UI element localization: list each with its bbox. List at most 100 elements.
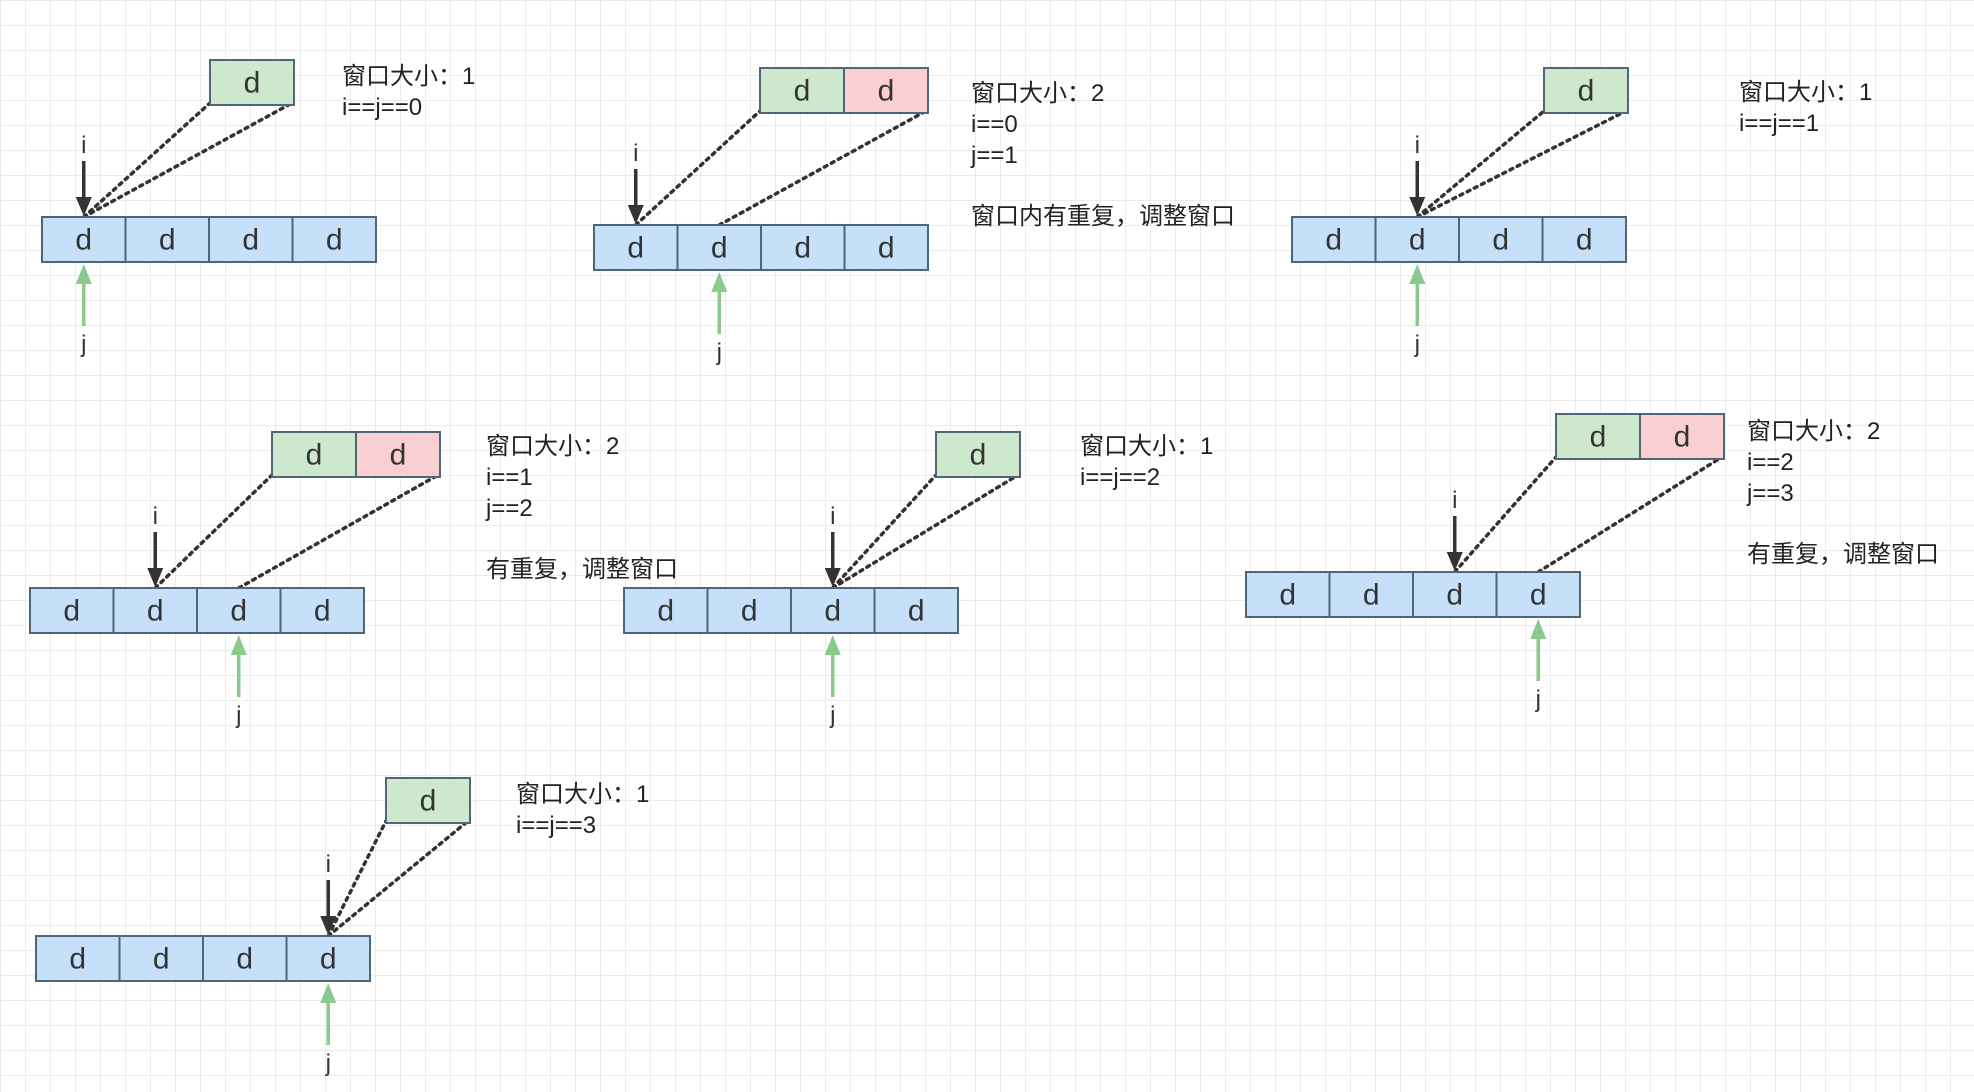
array-cell-label: d bbox=[153, 943, 170, 976]
step-note-line: i==1 bbox=[486, 464, 533, 491]
pointer-i-arrowhead bbox=[147, 568, 164, 587]
step-note-line: i==j==0 bbox=[342, 94, 422, 121]
array-cell bbox=[291, 216, 377, 263]
pointer-j-arrowhead bbox=[1530, 619, 1547, 639]
array-cell bbox=[285, 935, 371, 982]
pointer-i-label: i bbox=[1415, 132, 1420, 159]
array-cell-label: d bbox=[314, 595, 331, 628]
pointer-j-arrowhead bbox=[75, 264, 92, 284]
window-link-right bbox=[326, 819, 470, 938]
pointer-i-label: i bbox=[153, 503, 158, 530]
array-cell bbox=[790, 587, 876, 634]
window-cell bbox=[1543, 67, 1629, 114]
step-note-line: 窗口大小：2 bbox=[1747, 418, 1880, 445]
array-cell-label: d bbox=[741, 595, 758, 628]
pointer-i-arrowhead bbox=[75, 197, 92, 216]
array-cell-label: d bbox=[326, 224, 343, 257]
array-cell-label: d bbox=[711, 232, 728, 265]
step-note-line: 窗口大小：1 bbox=[516, 781, 649, 808]
array-cell-label: d bbox=[794, 232, 811, 265]
array-cell bbox=[279, 587, 365, 634]
window-link-left bbox=[1453, 455, 1558, 574]
step-note-line: 窗口大小：1 bbox=[1739, 79, 1872, 106]
step-note-line: i==0 bbox=[971, 111, 1018, 138]
array-cell-label: d bbox=[1576, 224, 1593, 257]
array-cell bbox=[41, 216, 127, 263]
array-cell-label: d bbox=[236, 943, 253, 976]
pointer-j-label: j bbox=[829, 702, 835, 729]
step-note-line: i==j==1 bbox=[1739, 110, 1819, 137]
pointer-i-arrowhead bbox=[1409, 197, 1426, 216]
step-note-line: 窗口大小：2 bbox=[486, 433, 619, 460]
window-cell bbox=[209, 59, 295, 106]
array-cell bbox=[873, 587, 959, 634]
window-link-right bbox=[1536, 455, 1724, 574]
array-cell-label: d bbox=[878, 232, 895, 265]
pointer-i-label: i bbox=[81, 132, 86, 159]
pointer-j-arrowhead bbox=[230, 635, 247, 655]
pointer-j-label: j bbox=[716, 339, 722, 366]
step-note-line: i==j==3 bbox=[516, 812, 596, 839]
pointer-j-arrowhead bbox=[320, 983, 337, 1003]
array-cell-label: d bbox=[1492, 224, 1509, 257]
window-cell-label: d bbox=[1674, 421, 1691, 454]
array-cell-label: d bbox=[69, 943, 86, 976]
window-cell-label: d bbox=[1578, 75, 1595, 108]
step-note-line: 窗口大小：1 bbox=[342, 63, 475, 90]
pointer-j-arrowhead bbox=[711, 272, 728, 292]
array-cell bbox=[1541, 216, 1627, 263]
array-cell-label: d bbox=[627, 232, 644, 265]
steps-layer: d d d d d i j 窗口大小：1 i==j==0 d d d d d d i j 窗口大小：2 i==0 j=… bbox=[29, 59, 1939, 1077]
pointer-j-label: j bbox=[1535, 686, 1541, 713]
window-cell bbox=[271, 431, 357, 478]
step-note-line: i==j==2 bbox=[1080, 464, 1160, 491]
array-cell bbox=[1458, 216, 1544, 263]
pointer-j-arrowhead bbox=[1409, 264, 1426, 284]
window-link-right bbox=[717, 109, 928, 227]
array-cell bbox=[760, 224, 846, 271]
step-note-line: i==2 bbox=[1747, 449, 1794, 476]
array-cell-label: d bbox=[1446, 579, 1463, 612]
array-cell bbox=[118, 935, 204, 982]
window-cell-label: d bbox=[970, 439, 987, 472]
window-link-right bbox=[82, 101, 294, 219]
array-cell-label: d bbox=[147, 595, 164, 628]
array-cell-label: d bbox=[1279, 579, 1296, 612]
pointer-i-label: i bbox=[830, 503, 835, 530]
array-cell bbox=[623, 587, 709, 634]
window-cell-label: d bbox=[794, 75, 811, 108]
window-cell-label: d bbox=[390, 439, 407, 472]
pointer-j-label: j bbox=[80, 331, 86, 358]
array-cell-label: d bbox=[63, 595, 80, 628]
step-remark: 有重复，调整窗口 bbox=[1747, 541, 1939, 568]
pointer-i-arrowhead bbox=[824, 568, 841, 587]
array-cell bbox=[1291, 216, 1377, 263]
array-cell bbox=[593, 224, 679, 271]
array-cell-label: d bbox=[1409, 224, 1426, 257]
pointer-i-label: i bbox=[1452, 487, 1457, 514]
step-note-line: j==2 bbox=[485, 495, 533, 522]
array-cell-label: d bbox=[1325, 224, 1342, 257]
array-cell-label: d bbox=[242, 224, 259, 257]
array-cell-label: d bbox=[230, 595, 247, 628]
array-cell bbox=[1495, 571, 1581, 618]
array-cell bbox=[676, 224, 762, 271]
pointer-i-arrowhead bbox=[627, 205, 644, 224]
window-link-right bbox=[237, 473, 440, 590]
array-cell-label: d bbox=[1363, 579, 1380, 612]
window-cell bbox=[1555, 413, 1641, 460]
window-cell bbox=[355, 431, 441, 478]
pointer-i-label: i bbox=[326, 851, 331, 878]
pointer-j-label: j bbox=[325, 1050, 331, 1077]
window-cell bbox=[843, 67, 929, 114]
step-remark: 窗口内有重复，调整窗口 bbox=[971, 203, 1235, 230]
step-note-line: 窗口大小：2 bbox=[971, 80, 1104, 107]
